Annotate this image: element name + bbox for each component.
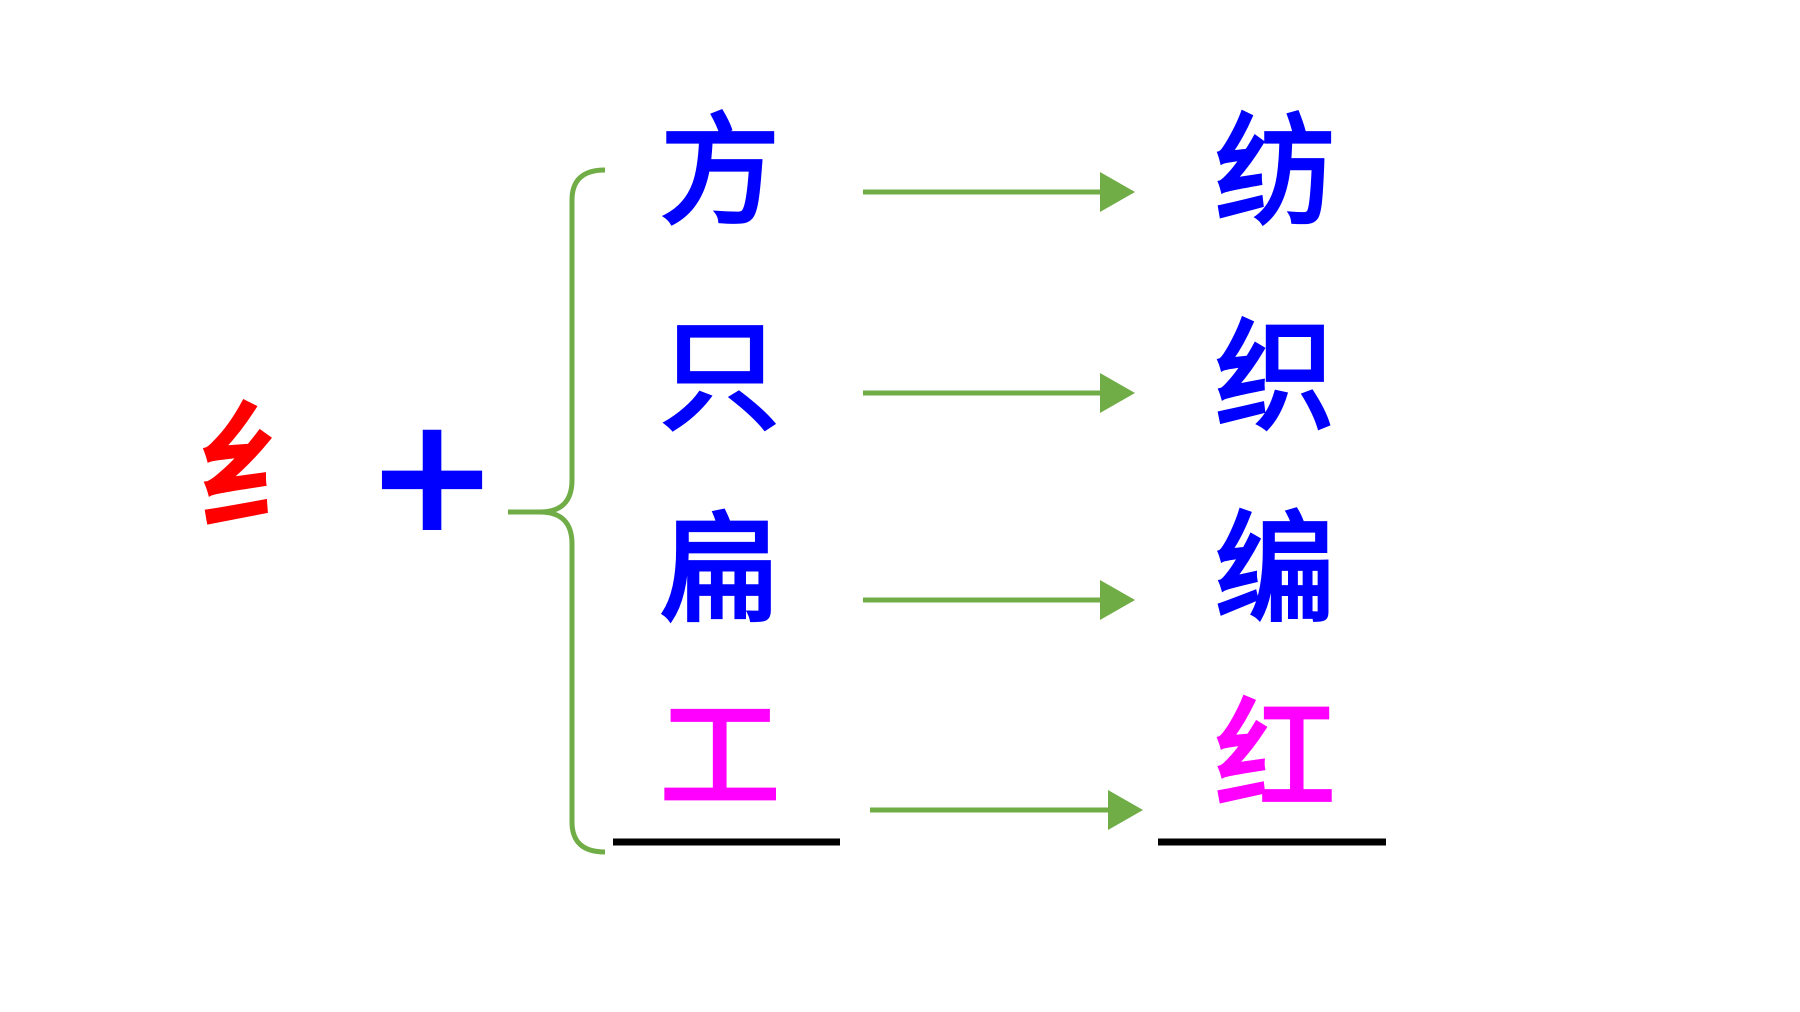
source-character-3: 扁 bbox=[660, 499, 780, 640]
plus-sign: + bbox=[365, 381, 500, 568]
source-character-4: 工 bbox=[660, 686, 780, 827]
result-character-2: 织 bbox=[1215, 307, 1335, 448]
source-character-1: 方 bbox=[660, 101, 780, 242]
result-character-3: 编 bbox=[1215, 499, 1335, 640]
source-character-2: 只 bbox=[660, 307, 780, 448]
result-character-1: 纺 bbox=[1215, 101, 1335, 242]
result-character-4: 红 bbox=[1215, 686, 1335, 827]
radical-character: 纟 bbox=[196, 388, 337, 552]
